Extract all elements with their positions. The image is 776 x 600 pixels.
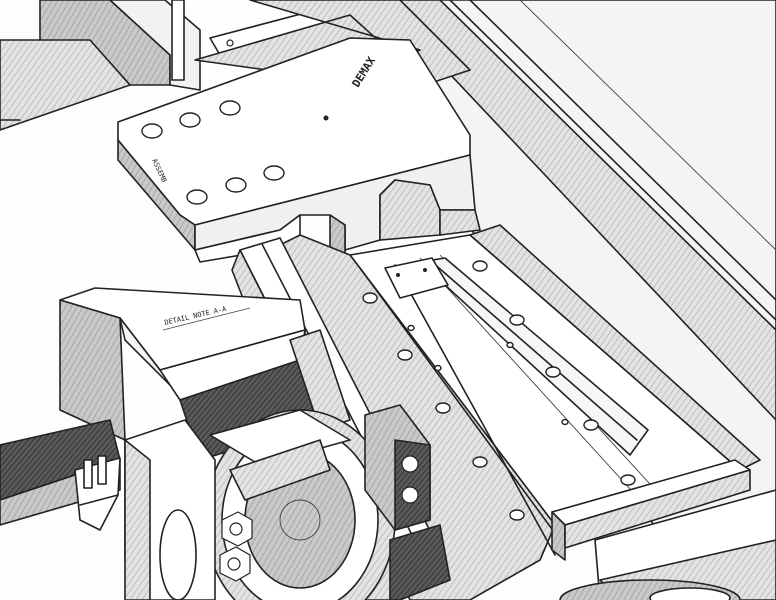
rail-hole: [545, 366, 561, 378]
rail-hole: [472, 260, 488, 272]
rail-hole: [397, 349, 413, 361]
bottom-roller: [559, 579, 741, 600]
wire-clip: [74, 455, 121, 531]
bearing-post: [124, 419, 253, 600]
rail-hole: [509, 314, 525, 326]
rail-hole: [362, 292, 378, 304]
rail-hole-group: [362, 260, 636, 521]
clamp-block: DEMAX ASSEMB: [117, 37, 481, 266]
upper-left-block: [0, 0, 201, 131]
left-bracket: DETAIL NOTE A-A: [59, 287, 306, 441]
rail-hole: [434, 364, 442, 372]
bearing-bolt: [401, 486, 419, 504]
bearing-bolt: [401, 455, 419, 473]
clamp-hole: [141, 123, 163, 139]
bearing-block: [364, 404, 451, 600]
rail-hole: [561, 418, 569, 426]
rail-hole: [506, 341, 514, 349]
clamp-hole: [179, 112, 201, 128]
rail-hole: [583, 419, 599, 431]
rail-hole: [509, 509, 525, 521]
clamp-hole: [225, 177, 247, 193]
rail-hole: [620, 474, 636, 486]
rail-hole: [472, 456, 488, 468]
carriage-screw: [396, 273, 400, 277]
marker-dot: [323, 115, 329, 121]
pulley-wheel: [204, 409, 396, 600]
rail-hole: [435, 402, 451, 414]
clamp-hole: [263, 165, 285, 181]
clamp-hole: [219, 100, 241, 116]
rail-hole: [407, 324, 415, 332]
carriage-screw: [423, 268, 427, 272]
clamp-hole: [186, 189, 208, 205]
clamp-hole-group: [141, 100, 285, 205]
